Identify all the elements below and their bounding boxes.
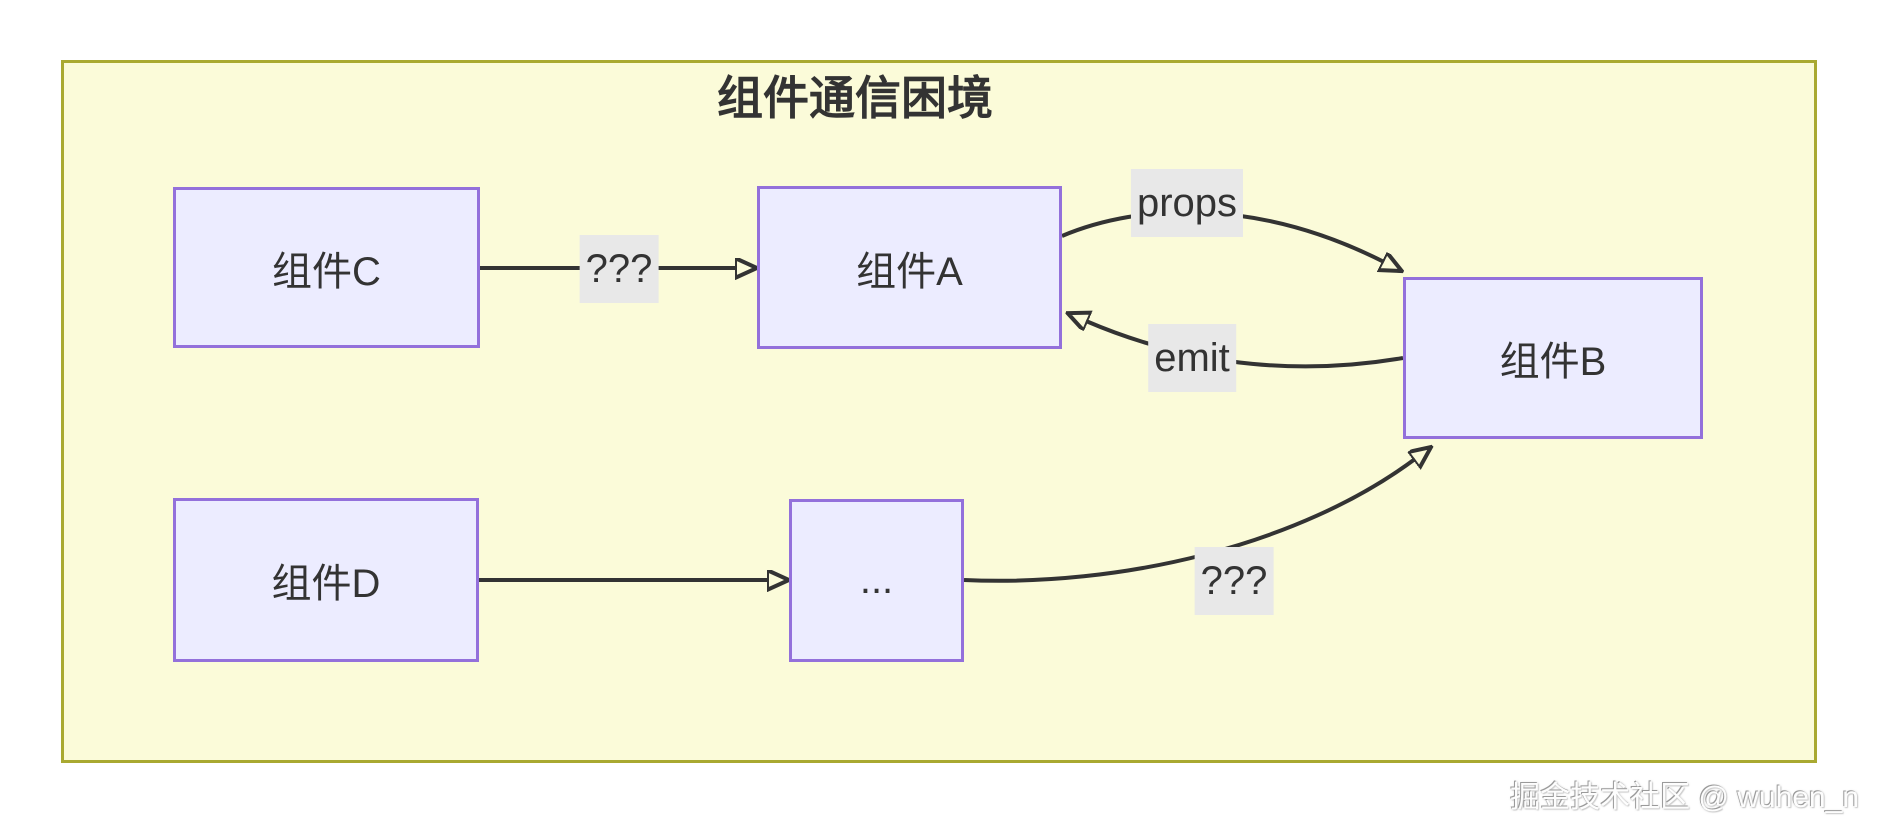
- node-ellipsis-label: ...: [859, 558, 894, 602]
- node-component-b-label: 组件B: [1499, 340, 1607, 384]
- edge-more-to-b: [963, 459, 1415, 583]
- node-component-c-label: 组件C: [272, 249, 381, 294]
- diagram-title: 组件通信困境: [717, 72, 993, 124]
- node-component-b: 组件B: [1403, 277, 1703, 439]
- node-component-d-label: 组件D: [271, 562, 381, 606]
- edge-label-emit: emit: [1148, 324, 1236, 392]
- node-ellipsis: ...: [789, 499, 964, 662]
- node-component-a: 组件A: [757, 186, 1062, 349]
- node-component-c: 组件C: [173, 187, 480, 348]
- watermark: 掘金技术社区 @ wuhen_n: [1510, 781, 1859, 814]
- edge-label-props: props: [1130, 169, 1244, 237]
- node-component-d: 组件D: [173, 498, 479, 662]
- edge-b-to-a-emit: [1086, 321, 1404, 369]
- edge-label-more-to-b: ???: [1194, 547, 1274, 615]
- edge-label-c-to-a: ???: [579, 235, 659, 303]
- node-component-a-label: 组件A: [856, 249, 963, 294]
